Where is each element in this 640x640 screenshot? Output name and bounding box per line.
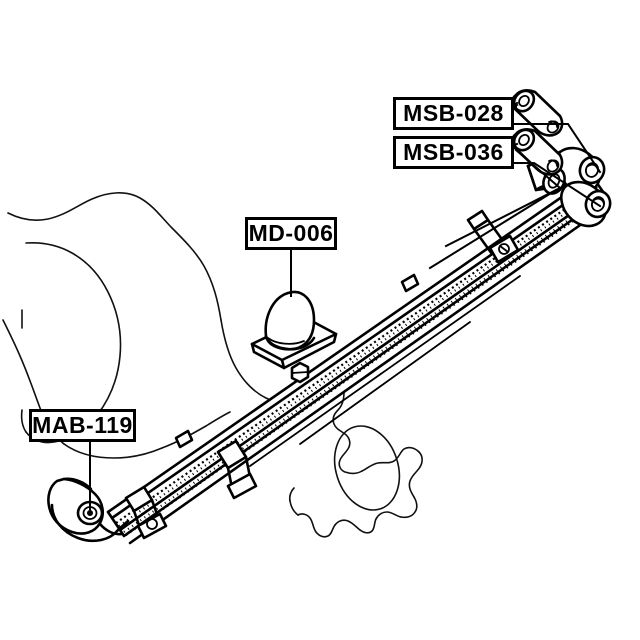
part-code-mab-119: MAB-119 [32, 412, 133, 438]
spring-clip-lower [124, 485, 168, 540]
rebound-tab-2 [400, 273, 420, 293]
spring-clip-middle [216, 439, 258, 500]
callout-msb-036[interactable]: MSB-036 [393, 136, 514, 169]
leader-msb036-a [512, 142, 519, 147]
leader-cross-2 [444, 186, 562, 248]
callout-md-006[interactable]: MD-006 [245, 217, 337, 250]
detached-bushing-msb028 [510, 89, 564, 137]
callout-msb-028[interactable]: MSB-028 [393, 97, 514, 130]
background-differential-outline [288, 391, 423, 538]
center-bolt-head [290, 361, 310, 384]
callout-mab-119[interactable]: MAB-119 [29, 409, 136, 442]
leader-cross-1 [514, 148, 562, 190]
part-code-md-006: MD-006 [248, 220, 334, 246]
part-code-msb-036: MSB-036 [403, 139, 504, 165]
bump-stop-assembly [250, 290, 338, 370]
leader-lines [89, 101, 602, 511]
leader-msb036-b [513, 162, 602, 208]
leader-cross-3 [428, 188, 558, 270]
leaf-stack-hatching [115, 185, 607, 536]
detached-bushing-msb036 [510, 128, 564, 176]
rebound-tab-1 [174, 429, 194, 449]
leader-msb028-b [513, 123, 602, 174]
background-wheel-outline [2, 192, 305, 459]
part-code-msb-028: MSB-028 [403, 100, 504, 126]
